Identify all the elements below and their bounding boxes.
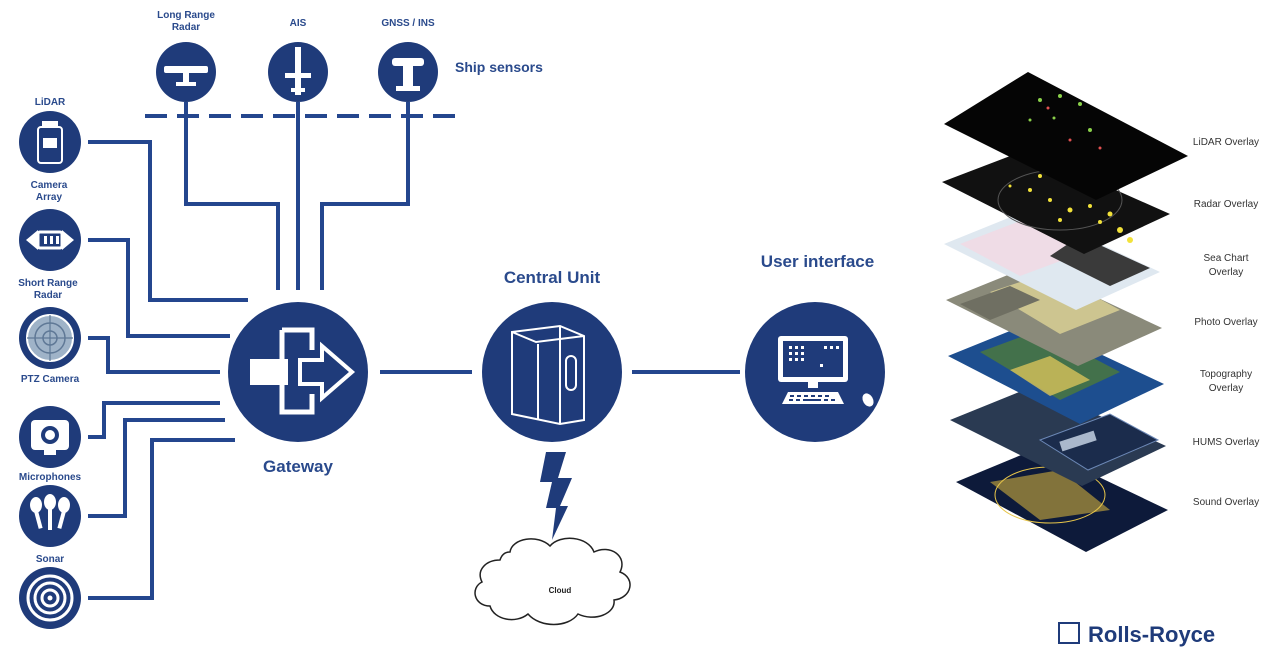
microphones-node bbox=[19, 485, 81, 547]
topography-overlay-layer bbox=[948, 322, 1164, 424]
long-range-radar-label: Long Range Radar bbox=[157, 10, 215, 33]
overlay-label-sea-chart: Sea Chart Overlay bbox=[1203, 253, 1249, 278]
overlay-label-sound: Sound Overlay bbox=[1192, 497, 1260, 508]
gateway-arrow-icon bbox=[250, 327, 356, 415]
line-ptz-camera bbox=[88, 401, 220, 439]
cloud-label: Cloud bbox=[548, 586, 572, 595]
lidar-overlay-layer bbox=[944, 72, 1188, 200]
gateway-label: Gateway bbox=[263, 457, 333, 476]
sonar-node bbox=[19, 567, 81, 629]
microphones-label: Microphones bbox=[18, 472, 82, 483]
camera-array-label: Camera Array bbox=[30, 180, 68, 203]
ptz-camera-node bbox=[19, 406, 81, 468]
radar-scope-icon bbox=[26, 314, 74, 362]
lidar-icon bbox=[37, 121, 63, 164]
line-short-range-radar bbox=[88, 336, 220, 374]
hums-overlay-layer bbox=[950, 386, 1166, 486]
camera-array-icon bbox=[26, 230, 74, 250]
brand-logo: Rolls-Royce bbox=[1058, 622, 1215, 648]
microphone-icon bbox=[30, 494, 70, 530]
ptz-camera-label: PTZ Camera bbox=[20, 374, 80, 385]
lidar-node bbox=[19, 111, 81, 173]
line-long-range-radar bbox=[184, 102, 280, 290]
gnss-label: GNSS / INS bbox=[381, 18, 435, 29]
ais-node bbox=[268, 42, 328, 102]
cloud-shape bbox=[474, 537, 631, 626]
line-microphones bbox=[88, 418, 225, 518]
overlay-label-photo: Photo Overlay bbox=[1194, 317, 1258, 328]
gateway-node bbox=[228, 302, 368, 442]
ptz-camera-icon bbox=[31, 420, 69, 455]
short-range-radar-label: Short Range Radar bbox=[18, 278, 78, 301]
brand-name: Rolls-Royce bbox=[1088, 622, 1216, 647]
overlay-label-radar: Radar Overlay bbox=[1193, 199, 1259, 210]
connection-lines bbox=[88, 102, 740, 600]
sonar-label: Sonar bbox=[35, 554, 65, 565]
ais-antenna-icon bbox=[285, 47, 311, 95]
lightning-bolt-icon bbox=[540, 452, 572, 540]
gnss-antenna-icon bbox=[392, 58, 424, 91]
server-tower-icon bbox=[511, 324, 585, 426]
line-sonar bbox=[88, 438, 235, 600]
central-unit-label: Central Unit bbox=[503, 268, 601, 287]
line-gnss bbox=[320, 102, 410, 290]
photo-overlay-layer bbox=[946, 266, 1162, 366]
user-interface-label: User interface bbox=[760, 252, 875, 271]
overlay-stack bbox=[942, 72, 1188, 552]
user-interface-node bbox=[745, 302, 885, 442]
lidar-label: LiDAR bbox=[34, 97, 66, 108]
line-camera-array bbox=[88, 238, 230, 338]
line-lidar bbox=[88, 140, 248, 302]
short-range-radar-node bbox=[19, 307, 81, 369]
long-range-radar-icon bbox=[164, 66, 208, 86]
ais-label: AIS bbox=[289, 18, 307, 29]
camera-array-node bbox=[19, 209, 81, 271]
overlay-label-topography: Topography Overlay bbox=[1199, 369, 1253, 394]
overlay-label-hums: HUMS Overlay bbox=[1192, 437, 1260, 448]
sonar-waves-icon bbox=[26, 574, 74, 622]
brand-mark-icon bbox=[1058, 622, 1080, 644]
central-unit-node bbox=[482, 302, 622, 442]
long-range-radar-node bbox=[156, 42, 216, 102]
sound-overlay-layer bbox=[956, 448, 1168, 552]
gnss-node bbox=[378, 42, 438, 102]
overlay-label-lidar: LiDAR Overlay bbox=[1192, 137, 1260, 148]
computer-terminal-icon bbox=[778, 336, 874, 407]
ship-sensors-title: Ship sensors bbox=[455, 59, 543, 75]
